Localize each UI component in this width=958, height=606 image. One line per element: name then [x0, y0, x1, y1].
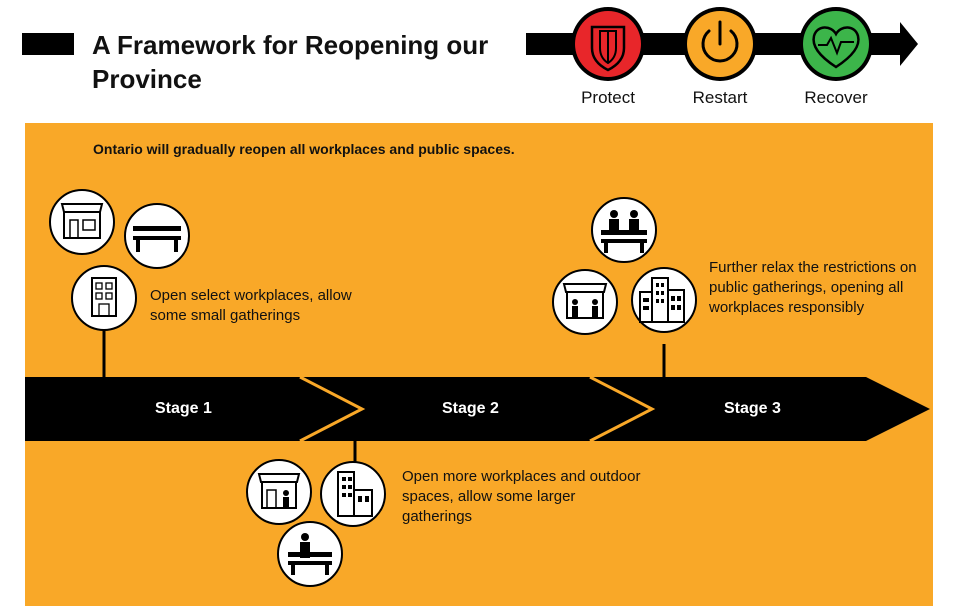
recover-label: Recover [804, 88, 868, 107]
stage-2-label: Stage 2 [442, 400, 499, 417]
page-title: A Framework for Reopening our Province [92, 30, 489, 94]
power-icon [701, 20, 739, 63]
stage-timeline [25, 375, 930, 443]
stage-2-description: Open more workplaces and outdoor spaces,… [402, 468, 641, 525]
stage-1-description: Open select workplaces, allow some small… [150, 287, 352, 324]
protect-label: Protect [581, 88, 635, 107]
shield-icon [590, 25, 626, 72]
people-on-bench-icon [591, 197, 657, 263]
stage-1-label: Stage 1 [155, 400, 212, 417]
restart-phase [683, 7, 757, 81]
storefront-icon [49, 189, 115, 255]
person-on-bench-icon [277, 521, 343, 587]
city-buildings-icon [631, 267, 697, 333]
intro-text: Ontario will gradually reopen all workpl… [93, 141, 515, 157]
park-bench-icon [124, 203, 190, 269]
protect-phase [571, 7, 645, 81]
title-bar-decoration [22, 33, 74, 55]
heartbeat-icon [812, 26, 860, 69]
stage-3-label: Stage 3 [724, 400, 781, 417]
stage-3-description: Further relax the restrictions on public… [709, 259, 917, 316]
store-with-person-icon [246, 459, 312, 525]
phase-arrow [526, 7, 918, 81]
restart-label: Restart [692, 88, 748, 107]
store-with-people-icon [552, 269, 618, 335]
office-building-icon [71, 265, 137, 331]
recover-phase [799, 7, 873, 81]
office-tower-icon [320, 461, 386, 527]
framework-panel [25, 123, 933, 606]
